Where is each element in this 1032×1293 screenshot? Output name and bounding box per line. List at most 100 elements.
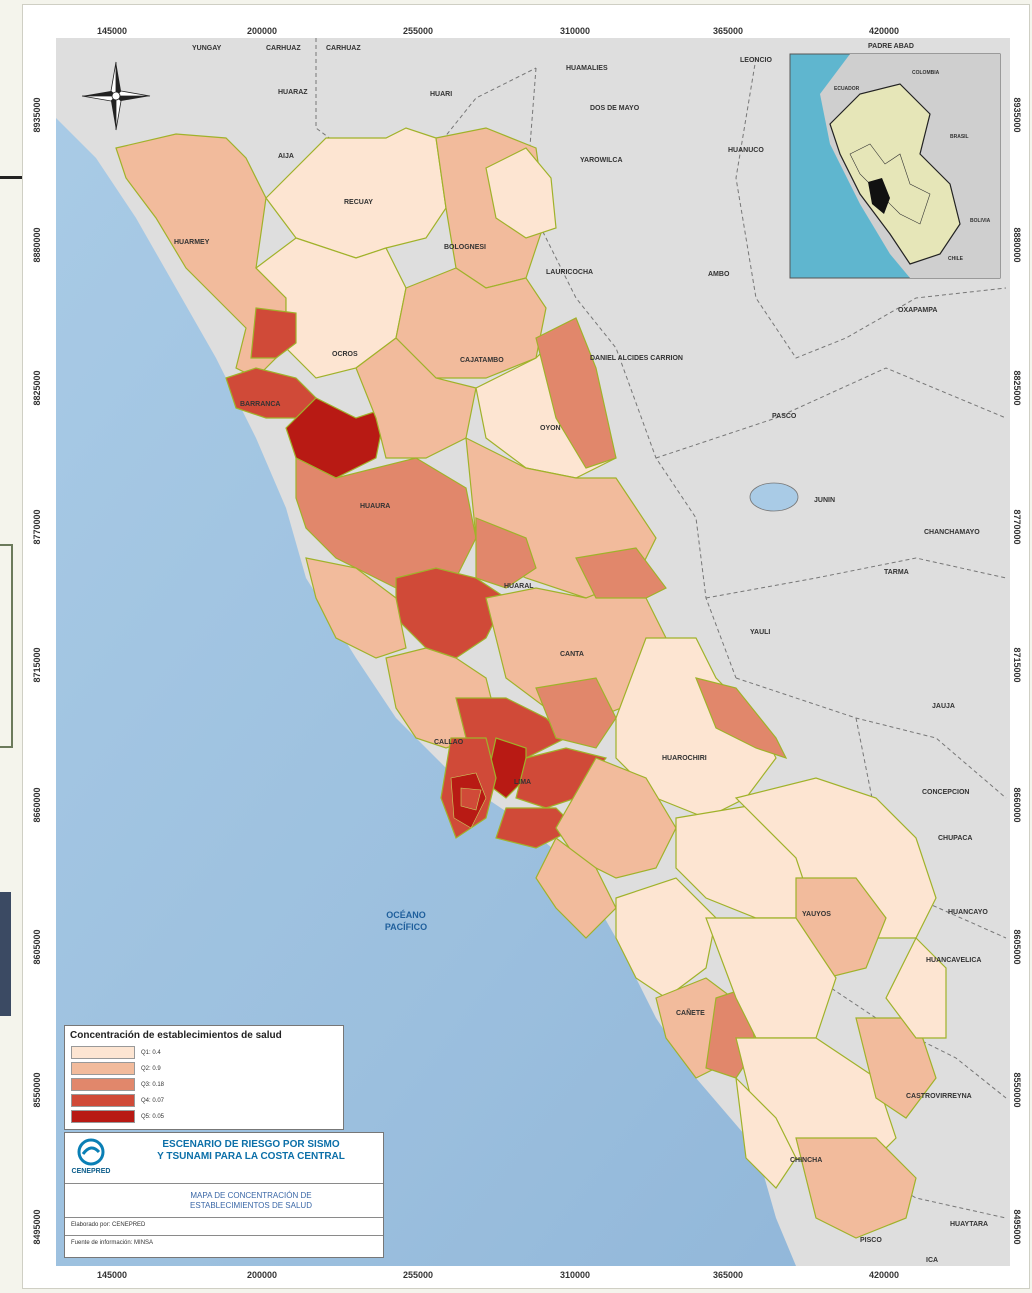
tick-right: 8550000: [1012, 1072, 1022, 1108]
outside-label: CARHUAZ: [266, 45, 301, 52]
inset-label: BOLIVIA: [970, 218, 991, 224]
tick-left: 8770000: [32, 509, 42, 545]
outside-label: YUNGAY: [192, 45, 222, 52]
province-label: CAÑETE: [676, 1008, 705, 1017]
outside-label: HUAYTARA: [950, 1221, 988, 1228]
district-q4-north: [250, 307, 297, 359]
province-label: CANTA: [560, 651, 584, 658]
legend-label: Q5: 0.05: [141, 1113, 165, 1120]
outside-label: YAROWILCA: [580, 157, 623, 164]
outside-label: ICA: [926, 1257, 938, 1264]
heading-line: Y TSUNAMI PARA LA COSTA CENTRAL: [157, 1151, 345, 1162]
tick-bottom: 200000: [246, 1270, 278, 1280]
lake: [749, 482, 799, 512]
province-label: HUARAL: [504, 583, 534, 590]
tick-right: 8770000: [1012, 509, 1022, 545]
tick-top: 145000: [96, 26, 128, 36]
province-label: RECUAY: [344, 199, 373, 206]
province-label: OCROS: [332, 351, 358, 358]
outside-label: HUARAZ: [278, 89, 308, 96]
north-arrow-icon: [81, 61, 151, 131]
outside-label: CONCEPCION: [922, 789, 969, 796]
legend-swatch: [71, 1094, 135, 1107]
outside-label: LAURICOCHA: [546, 269, 593, 276]
tick-left: 8880000: [32, 227, 42, 263]
subtitle-line: ESTABLECIMIENTOS DE SALUD: [190, 1201, 312, 1210]
legend-swatch: [71, 1110, 135, 1123]
outside-label: JUNIN: [814, 497, 835, 504]
elaborated-by: Elaborado por: CENEPRED: [71, 1222, 146, 1228]
province-oyon: [535, 317, 617, 469]
title-block: CENEPRED ESCENARIO DE RIESGO POR SISMO Y…: [64, 1132, 384, 1258]
province-label: HUAURA: [360, 503, 390, 510]
map-subtitle: MAPA DE CONCENTRACIÓN DE ESTABLECIMIENTO…: [121, 1191, 381, 1211]
tick-right: 8495000: [1012, 1209, 1022, 1245]
province-label: OYON: [540, 425, 561, 432]
district-east-edge: [885, 936, 947, 1039]
side-bar: [0, 892, 11, 1016]
tick-bottom: 365000: [712, 1270, 744, 1280]
map-canvas: OCÉANO PACÍFICO HUARMEY RECUAY BOLOGNESI…: [56, 38, 1010, 1266]
outside-label: JAUJA: [932, 703, 955, 710]
legend-swatch: [71, 1078, 135, 1091]
study-region: [115, 127, 947, 1239]
outside-label: HUAMALIES: [566, 65, 608, 72]
outside-labels: YUNGAY CARHUAZ CARHUAZ HUAMALIES HUARAZ …: [192, 43, 988, 1264]
outside-label: TARMA: [884, 569, 909, 576]
tick-right: 8935000: [1012, 97, 1022, 133]
outside-label: PASCO: [772, 413, 797, 420]
tick-top: 420000: [868, 26, 900, 36]
province-label: YAUYOS: [802, 911, 831, 918]
tick-left: 8660000: [32, 787, 42, 823]
legend-title: Concentración de establecimientos de sal…: [70, 1030, 282, 1041]
district-huaral-coast: [305, 557, 407, 659]
outside-label: HUARI: [430, 91, 452, 98]
outside-label: CASTROVIRREYNA: [906, 1093, 972, 1100]
ocean-label: OCÉANO: [386, 910, 426, 920]
divider: [65, 1235, 383, 1236]
legend-label: Q3: 0.18: [141, 1081, 165, 1088]
ocean-label: PACÍFICO: [385, 922, 427, 932]
province-label: CALLAO: [434, 739, 464, 746]
outside-label: DANIEL ALCIDES CARRION: [590, 355, 683, 362]
outside-label: HUANCAYO: [948, 909, 988, 916]
tick-bottom: 310000: [559, 1270, 591, 1280]
tick-bottom: 420000: [868, 1270, 900, 1280]
province-huaral-q4: [395, 567, 507, 659]
district-huarochiri-q3: [695, 677, 788, 760]
outside-label: LEONCIO: [740, 57, 772, 64]
inset-label: CHILE: [948, 256, 964, 262]
province-label: BARRANCA: [240, 401, 280, 408]
province-label: HUARMEY: [174, 239, 210, 246]
tick-left: 8935000: [32, 97, 42, 133]
province-label: LIMA: [514, 779, 531, 786]
logo-text: CENEPRED: [71, 1168, 111, 1175]
legend-item: Q4: 0.07: [71, 1094, 164, 1107]
tick-left: 8715000: [32, 647, 42, 683]
data-source: Fuente de información: MINSA: [71, 1240, 154, 1246]
inset-map: COLOMBIA ECUADOR BRASIL BOLIVIA CHILE: [789, 53, 1001, 279]
cenepred-logo: CENEPRED: [69, 1137, 113, 1187]
legend-label: Q1: 0.4: [141, 1049, 161, 1056]
inset-label: ECUADOR: [834, 86, 860, 92]
lima-metro-cluster: [450, 772, 487, 829]
tick-top: 255000: [402, 26, 434, 36]
side-box-outline: [0, 544, 13, 748]
outside-label: CHUPACA: [938, 835, 972, 842]
province-labels: HUARMEY RECUAY BOLOGNESI OCROS CAJATAMBO…: [174, 199, 882, 1244]
tick-right: 8605000: [1012, 929, 1022, 965]
divider: [65, 1183, 383, 1184]
legend-swatch: [71, 1046, 135, 1059]
tick-left: 8495000: [32, 1209, 42, 1245]
province-chincha: [795, 1137, 917, 1239]
map-heading: ESCENARIO DE RIESGO POR SISMO Y TSUNAMI …: [121, 1139, 381, 1163]
tick-left: 8825000: [32, 370, 42, 406]
heading-line: ESCENARIO DE RIESGO POR SISMO: [162, 1139, 340, 1150]
tick-bottom: 255000: [402, 1270, 434, 1280]
tick-right: 8825000: [1012, 370, 1022, 406]
tick-left: 8550000: [32, 1072, 42, 1108]
outside-label: AIJA: [278, 153, 294, 160]
outside-label: CARHUAZ: [326, 45, 361, 52]
tick-top: 200000: [246, 26, 278, 36]
province-label: HUAROCHIRI: [662, 755, 707, 762]
